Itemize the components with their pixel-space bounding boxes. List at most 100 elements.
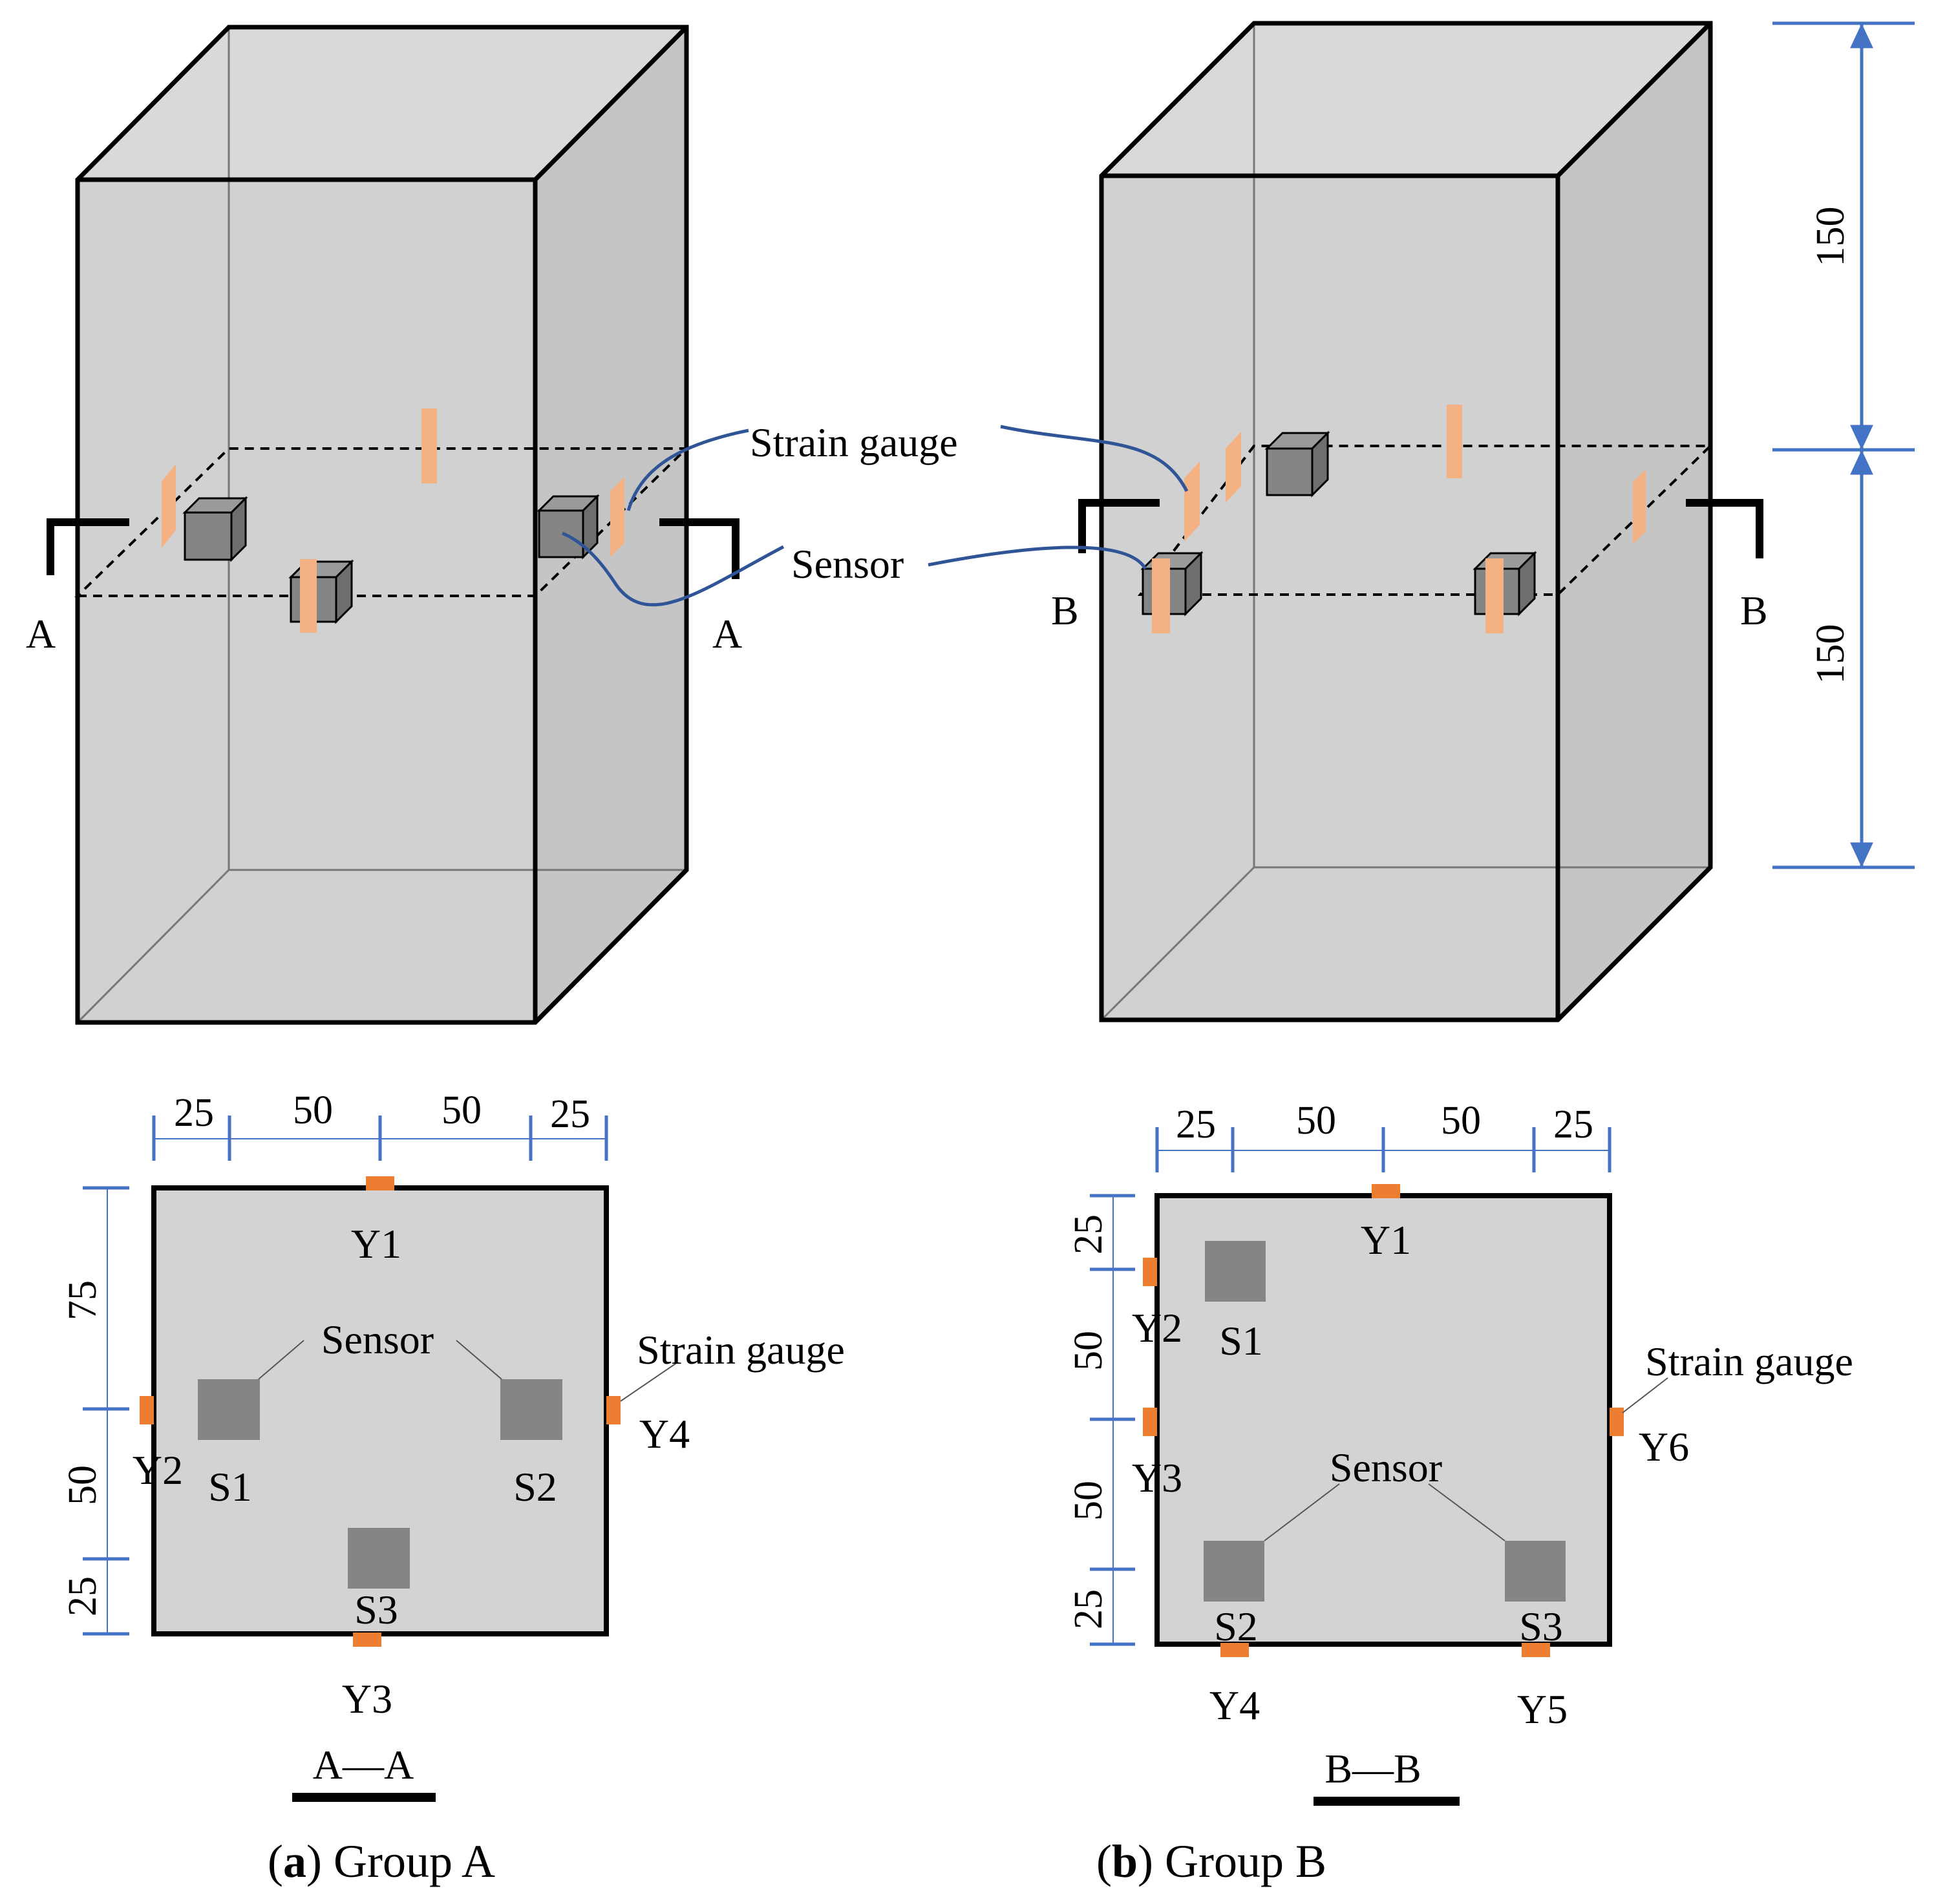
section-a-dim-top-3: 50: [441, 1088, 482, 1132]
section-a-gauge-y3: [353, 1633, 381, 1647]
strain-gauge-3d: [1184, 461, 1200, 542]
section-b-side-dim-chain: [1090, 1194, 1135, 1646]
section-b-leader: [1622, 1377, 1668, 1413]
section-a-gauge-y2: [140, 1396, 154, 1424]
section-a-sensor-note: Sensor: [321, 1317, 434, 1362]
cut-label-a-right: A: [712, 611, 742, 657]
cut-label-b-right: B: [1740, 587, 1768, 633]
section-b-leader: [1264, 1483, 1340, 1541]
strain-gauge-3d: [300, 559, 317, 633]
section-a-label-s3: S3: [354, 1587, 398, 1633]
cut-marker-b-right: [1686, 499, 1763, 558]
section-a-dim-top-1: 25: [174, 1091, 214, 1135]
section-a-title: A—A: [313, 1742, 414, 1788]
wire-sensor-b: [928, 545, 1147, 570]
section-a-gauge-y1: [366, 1176, 394, 1190]
section-a-dim-top-2: 50: [293, 1088, 333, 1132]
section-b-sensor-s3: [1505, 1541, 1566, 1602]
prism-a-hidden-edge: [76, 869, 230, 1024]
section-b-label-s2: S2: [1214, 1603, 1258, 1649]
sensor-cube-3d: [182, 496, 248, 562]
section-b-gauge-y3: [1143, 1408, 1157, 1436]
strain-gauge-3d: [1226, 432, 1241, 503]
prism-a-edge: [533, 25, 688, 182]
section-a-sensor-s1: [198, 1379, 260, 1440]
section-b-gauge-note: Strain gauge: [1645, 1338, 1853, 1384]
strain-gauge-3d: [421, 408, 437, 483]
wire-strain-a: [626, 428, 749, 511]
prism-b-outline: [1099, 21, 1713, 1022]
section-b-label-y2: Y2: [1132, 1305, 1182, 1351]
section-a-label-s2: S2: [513, 1464, 557, 1510]
callout-strain-gauge: Strain gauge: [750, 419, 958, 465]
strain-gauge-3d: [1485, 558, 1504, 633]
section-a-top-dim-chain: [152, 1116, 608, 1161]
prism-b-edge: [1556, 21, 1712, 178]
section-b-label-s1: S1: [1219, 1318, 1263, 1364]
section-a-label-y1: Y1: [351, 1221, 401, 1267]
section-a-dim-side-3: 25: [61, 1576, 105, 1616]
section-b-sensor-note: Sensor: [1330, 1444, 1442, 1490]
section-b-dim-top-1: 25: [1176, 1103, 1216, 1147]
section-b-gauge-y4: [1220, 1643, 1249, 1657]
sensor-cube-3d: [537, 494, 600, 560]
section-b: 25 50 50 25 25 50 50 25 Y1: [1067, 1099, 1853, 1887]
sensor-cube-3d: [1473, 551, 1537, 617]
section-a-dim-side-2: 50: [61, 1465, 105, 1505]
section-b-gauge-y5: [1522, 1643, 1550, 1657]
section-b-dim-top-3: 50: [1441, 1099, 1481, 1143]
cut-marker-a-right: [659, 518, 739, 579]
prism-b-front-face: [1101, 176, 1558, 1020]
callout-group: Strain gauge Sensor: [562, 419, 1189, 607]
height-dim-lower: 150: [1809, 624, 1853, 684]
prism-b-section-plane: [1137, 445, 1714, 596]
section-b-dim-side-2: 50: [1067, 1331, 1111, 1371]
prism-b-hidden-edge: [1100, 866, 1255, 1021]
sensor-cube-3d: [1264, 430, 1330, 498]
section-b-dim-side-3: 50: [1067, 1481, 1111, 1521]
section-a-gauge-note: Strain gauge: [637, 1327, 845, 1373]
caption-group-b: (b) Group B: [1096, 1835, 1326, 1887]
section-a-label-y3: Y3: [342, 1676, 392, 1722]
section-b-gauge-y1: [1372, 1184, 1400, 1198]
strain-gauge-3d: [610, 477, 624, 557]
section-a-sensor-s2: [500, 1379, 562, 1440]
section-b-gauge-y2: [1143, 1258, 1157, 1286]
section-a-title-underline: [292, 1793, 436, 1802]
height-dim-upper: 150: [1809, 207, 1853, 267]
section-b-label-s3: S3: [1519, 1603, 1563, 1649]
height-dimension: [1772, 21, 1915, 869]
section-a-dim-top-4: 25: [550, 1092, 590, 1136]
section-a-sensor-s3: [348, 1528, 410, 1589]
prism-a-outline: [75, 25, 689, 1025]
section-b-label-y1: Y1: [1361, 1217, 1411, 1263]
section-b-label-y3: Y3: [1132, 1455, 1182, 1501]
section-b-label-y4: Y4: [1209, 1682, 1260, 1728]
section-b-sensor-s2: [1204, 1541, 1264, 1602]
section-b-label-y6: Y6: [1639, 1424, 1689, 1470]
wire-strain-b: [1000, 425, 1189, 492]
section-a-gauge-y4: [606, 1396, 621, 1424]
caption-group-a: (a) Group A: [268, 1835, 495, 1887]
section-b-label-y5: Y5: [1517, 1686, 1568, 1732]
section-b-dim-top-4: 25: [1553, 1103, 1593, 1147]
section-b-dim-top-2: 50: [1296, 1099, 1336, 1143]
strain-gauge-3d: [1633, 469, 1646, 544]
section-a-side-dim-chain: [83, 1186, 129, 1636]
section-a-label-s1: S1: [208, 1464, 252, 1510]
section-b-dim-side-1: 25: [1067, 1214, 1111, 1254]
section-a-label-y4: Y4: [639, 1411, 690, 1457]
section-b-dim-side-4: 25: [1067, 1589, 1111, 1629]
section-a: 25 50 50 25 75 50 25 Y1 Y2 Y3 Y4: [61, 1088, 845, 1887]
group-b-prism: B B: [1051, 21, 1768, 1022]
section-b-leader: [1428, 1483, 1505, 1541]
cut-marker-b-left: [1078, 499, 1160, 553]
cut-marker-a-left: [47, 518, 129, 575]
section-a-dim-side-1: 75: [61, 1280, 105, 1320]
section-a-label-y2: Y2: [133, 1447, 183, 1493]
callout-sensor: Sensor: [791, 541, 904, 587]
section-a-leader: [456, 1340, 502, 1380]
cut-label-a-left: A: [26, 611, 56, 657]
section-a-leader: [258, 1340, 304, 1380]
